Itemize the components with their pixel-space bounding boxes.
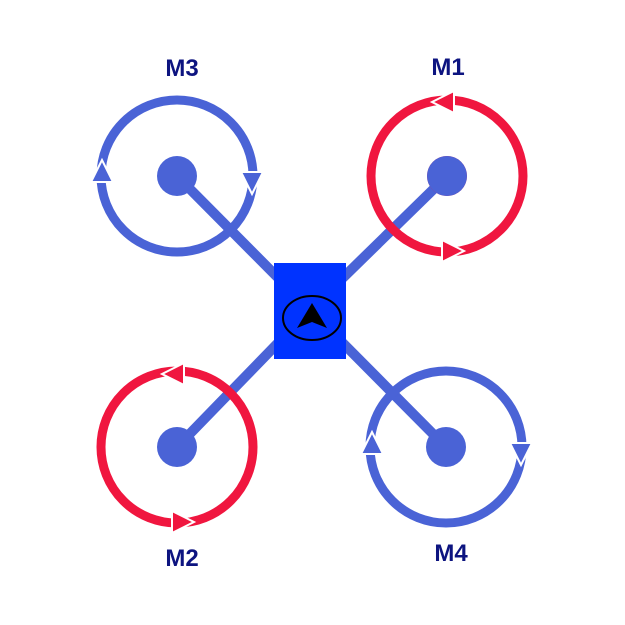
motor-m2: M2 — [96, 361, 258, 572]
m2-label: M2 — [165, 545, 198, 572]
m1-hub-fill — [427, 156, 467, 196]
m4-hub — [426, 427, 466, 467]
flight-controller — [274, 263, 346, 359]
m3-rotation-arrow-icon — [239, 171, 265, 197]
m3-label: M3 — [165, 55, 198, 82]
m4-label: M4 — [434, 540, 468, 567]
navigation-arrow-icon — [297, 303, 327, 328]
m2-rotation-arrow-icon — [159, 361, 185, 387]
m3-hub — [157, 156, 197, 196]
motor-m3: M3 — [89, 55, 265, 257]
m2-rotation-arrow-icon — [171, 509, 197, 535]
m4-rotation-arrow-icon — [359, 429, 385, 455]
m4-rotation-arrow-icon — [508, 442, 534, 468]
motor-m1: M1 — [366, 54, 528, 264]
heading-indicator-ring — [282, 295, 342, 341]
motor-m4: M4 — [359, 366, 534, 567]
m2-hub — [157, 427, 197, 467]
m3-rotation-arrow-icon — [89, 157, 115, 183]
m1-rotation-arrow-icon — [429, 89, 455, 115]
m1-label: M1 — [431, 54, 464, 81]
m1-rotation-arrow-icon — [441, 238, 467, 264]
